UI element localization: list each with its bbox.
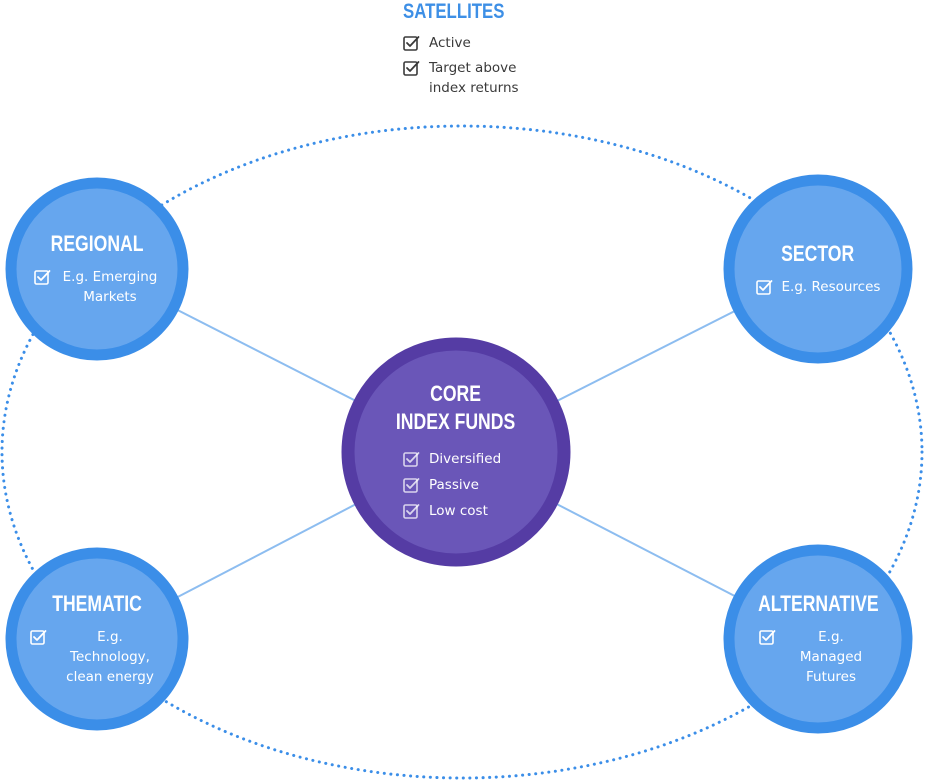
checkbox-check-icon [403, 504, 420, 519]
regional-title: REGIONAL [50, 231, 144, 256]
checkbox-check-icon [34, 270, 51, 285]
orbit-ellipse [0, 124, 924, 780]
satellites-item-target: Target above index returns [403, 58, 530, 98]
regional-item: E.g. Emerging Markets [34, 267, 160, 307]
regional-circle [5, 177, 189, 361]
alternative-title: ALTERNATIVE [757, 591, 879, 616]
core-item-passive: Passive [403, 475, 509, 495]
satellites-item-label: Active [429, 35, 471, 51]
sector-item-label: E.g. Resources [781, 279, 881, 295]
core-item-label: Low cost [429, 503, 488, 519]
core-title-line2: INDEX FUNDS [396, 409, 516, 434]
core-title: CORE INDEX FUNDS [396, 380, 515, 436]
thematic-circle [5, 547, 189, 731]
alternative-item: E.g. Managed Futures [759, 627, 877, 687]
regional-item-label: E.g. Emerging Markets [62, 269, 158, 305]
sector-node: SECTOR E.g. Resources [724, 175, 912, 363]
checkbox-check-icon [30, 630, 47, 645]
core-item-diversified: Diversified [403, 449, 509, 469]
core-circle [341, 337, 571, 567]
checkbox-check-icon [403, 61, 420, 76]
core-item-low-cost: Low cost [403, 501, 509, 521]
sector-title: SECTOR [781, 241, 855, 266]
thematic-title: THEMATIC [52, 591, 142, 616]
core-item-label: Diversified [429, 451, 502, 467]
satellites-legend: SATELLITES Active Target above index ret… [403, 0, 530, 98]
core-item-label: Passive [429, 477, 479, 493]
checkbox-check-icon [403, 36, 420, 51]
thematic-node: THEMATIC E.g. Technology, clean energy [6, 545, 188, 733]
thematic-item-label: E.g. Technology, clean energy [66, 629, 154, 685]
checkbox-check-icon [403, 452, 420, 467]
sector-item: E.g. Resources [755, 277, 881, 297]
checkbox-check-icon [403, 478, 420, 493]
core-node: CORE INDEX FUNDS Diversified Passive Low… [341, 337, 571, 567]
core-title-line1: CORE [430, 381, 482, 406]
checkbox-check-icon [759, 630, 776, 645]
alternative-item-label: E.g. Managed Futures [799, 629, 863, 685]
alternative-circle [723, 544, 913, 734]
satellites-title: SATELLITES [403, 0, 505, 23]
checkbox-check-icon [755, 280, 772, 295]
satellites-item-label: Target above index returns [429, 60, 519, 96]
satellites-item-active: Active [403, 33, 530, 53]
regional-node: REGIONAL E.g. Emerging Markets [6, 178, 188, 360]
sector-circle [723, 174, 913, 364]
thematic-item: E.g. Technology, clean energy [30, 627, 164, 687]
alternative-node: ALTERNATIVE E.g. Managed Futures [724, 545, 912, 733]
